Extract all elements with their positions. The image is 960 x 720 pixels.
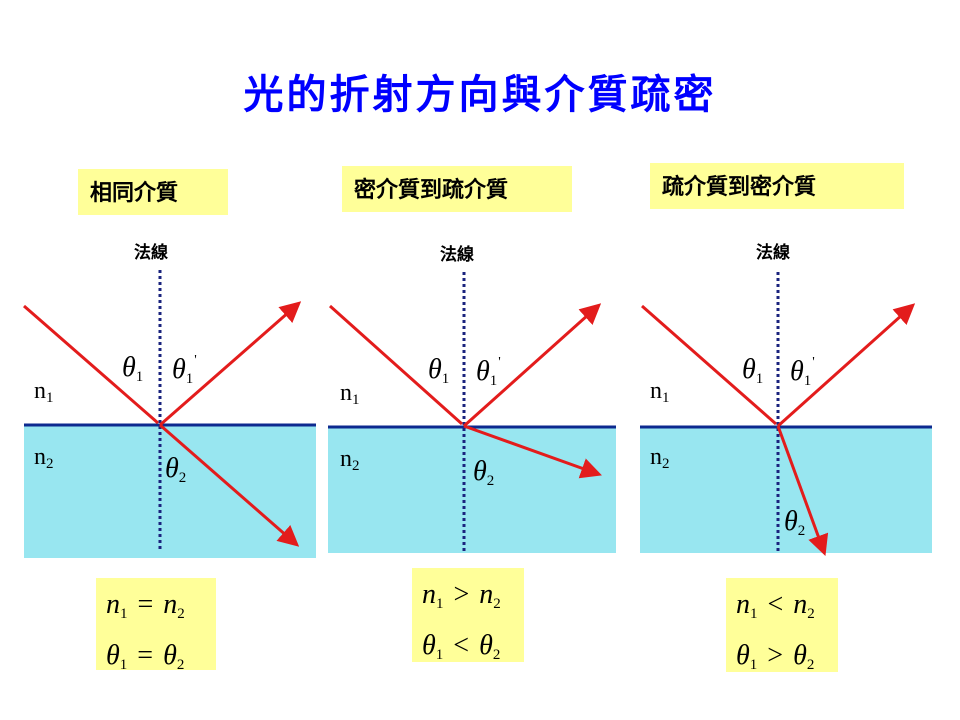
theta2-label: θ2 [165,453,187,486]
n2-label: n2 [340,446,360,474]
angle-relation: θ1>θ2 [736,640,815,673]
index-relation: n1<n2 [736,589,815,622]
theta1-prime-label: θ1' [172,353,197,387]
n1-label: n1 [34,378,54,406]
panel-dense-to-rare [328,272,616,553]
incident-ray [329,304,463,426]
refracted-ray [159,423,300,547]
n2-label: n2 [34,444,54,472]
angle-relation: θ1=θ2 [106,640,185,673]
reflected-ray [462,303,602,428]
panel-label-same-medium: 相同介質 [78,169,228,215]
refracted-ray [776,425,829,556]
incident-ray [23,304,159,425]
incident-ray [641,304,777,426]
panel-label-rare-to-dense: 疏介質到密介質 [650,163,904,209]
theta1-label: θ1 [122,352,144,385]
lower-medium [24,425,316,558]
relation-box-same-medium: n1=n2 θ1=θ2 [96,578,216,673]
n1-label: n1 [340,380,360,408]
theta1-label: θ1 [428,354,450,387]
theta1-prime-label: θ1' [476,355,501,389]
refracted-ray [463,424,602,479]
page-title: 光的折射方向與介質疏密 [243,72,717,118]
theta1-prime-label: θ1' [790,355,815,389]
panel-rare-to-dense [640,272,932,556]
index-relation: n1>n2 [422,579,501,612]
index-relation: n1=n2 [106,589,185,622]
theta2-label: θ2 [473,456,495,489]
panel-same-medium [23,270,316,558]
theta1-label: θ1 [742,354,764,387]
panel-label-dense-to-rare: 密介質到疏介質 [342,166,572,212]
relation-box-rare-to-dense: n1<n2 θ1>θ2 [726,578,838,673]
normal-label: 法線 [756,243,790,263]
reflected-ray [776,303,916,428]
normal-label: 法線 [134,243,168,263]
angle-relation: θ1<θ2 [422,630,501,663]
normal-label: 法線 [440,245,474,265]
lower-medium [328,427,616,553]
n1-label: n1 [650,378,670,406]
reflected-ray [159,301,302,427]
theta2-label: θ2 [784,506,806,539]
relation-box-dense-to-rare: n1>n2 θ1<θ2 [412,568,524,663]
n2-label: n2 [650,444,670,472]
